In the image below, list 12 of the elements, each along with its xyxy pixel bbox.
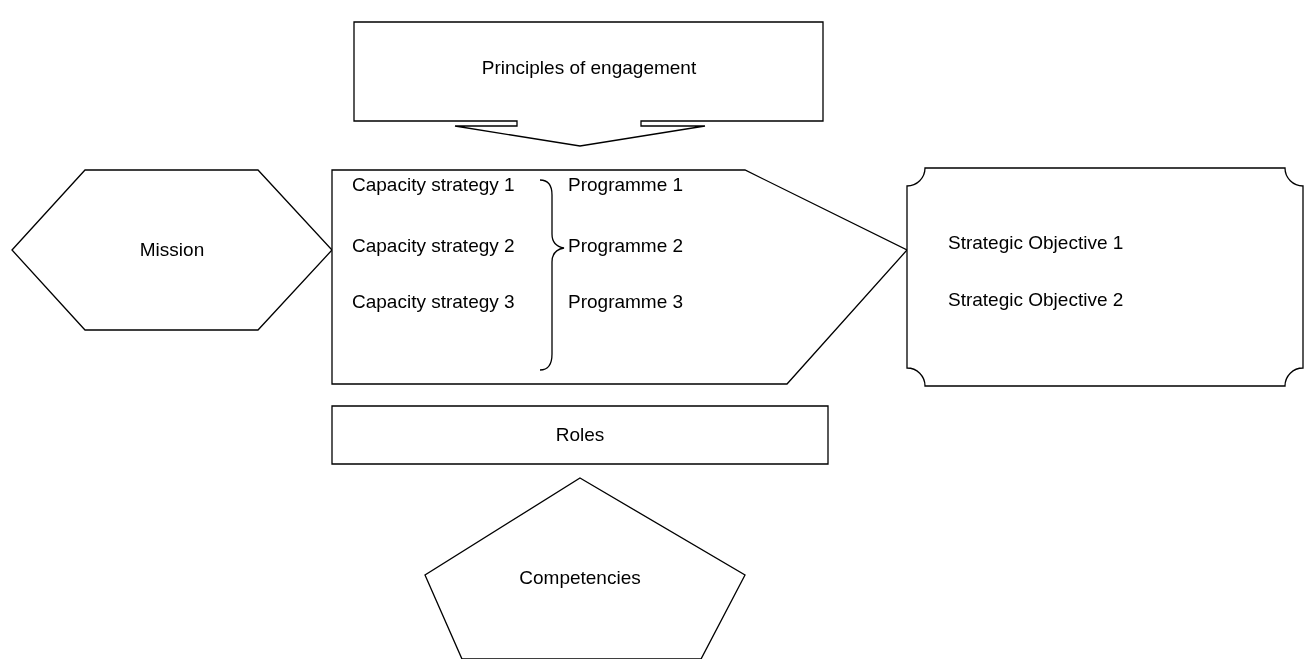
node-label: Strategic Objective 1 (948, 231, 1124, 255)
node-label: Capacity strategy 3 (352, 290, 515, 314)
node-label: Programme 3 (568, 290, 684, 314)
node-label: Programme 2 (568, 234, 684, 258)
node-label: Competencies (519, 566, 641, 590)
node-label: Programme 1 (568, 173, 684, 197)
node-label: Roles (555, 423, 605, 447)
node-label: Strategic Objective 2 (948, 288, 1124, 312)
node-label: Capacity strategy 1 (352, 173, 515, 197)
node-label: Mission (139, 238, 205, 262)
node-label: Principles of engagement (481, 56, 697, 80)
node-label: Capacity strategy 2 (352, 234, 515, 258)
